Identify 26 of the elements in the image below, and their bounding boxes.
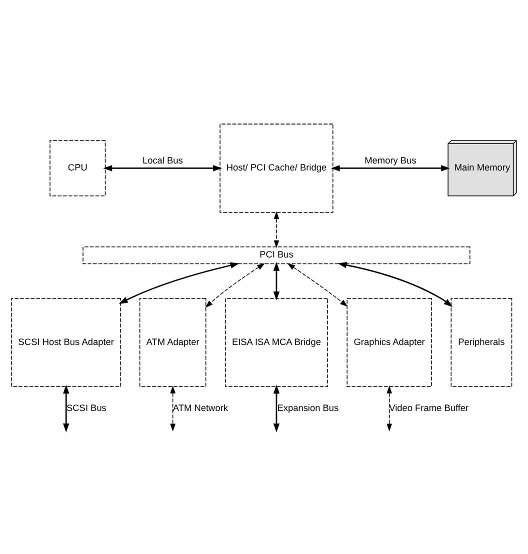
node-box: SCSI Host Bus Adapter: [11, 297, 122, 386]
arrow: [103, 164, 222, 171]
arrow: [205, 262, 265, 308]
arrow: [338, 262, 453, 306]
node-box: ATM Adapter: [139, 297, 206, 386]
arrow: [386, 385, 392, 431]
edge-label: Local Bus: [142, 154, 183, 165]
arrow: [287, 262, 348, 306]
arrow: [274, 210, 280, 248]
arrow: [330, 164, 450, 171]
edge-label: Memory Bus: [364, 154, 416, 165]
edge-label: Video Frame Buffer: [389, 402, 469, 412]
node-box: CPU: [50, 140, 106, 196]
node-box: Peripherals: [450, 297, 512, 386]
arrow: [63, 384, 70, 432]
node-box: Host/ PCI Cache/ Bridge: [220, 123, 334, 212]
edge-label: Expansion Bus: [277, 402, 339, 412]
edge-label: SCSI Bus: [66, 402, 106, 412]
arrow: [170, 385, 176, 431]
node-box: EISA ISA MCA Bridge: [225, 297, 328, 386]
arrow: [118, 262, 240, 304]
node-box: Graphics Adapter: [346, 297, 432, 386]
arrow: [273, 261, 280, 300]
node-box: PCI Bus: [82, 246, 470, 264]
edge-label: ATM Network: [172, 402, 228, 412]
arrow: [273, 384, 280, 432]
